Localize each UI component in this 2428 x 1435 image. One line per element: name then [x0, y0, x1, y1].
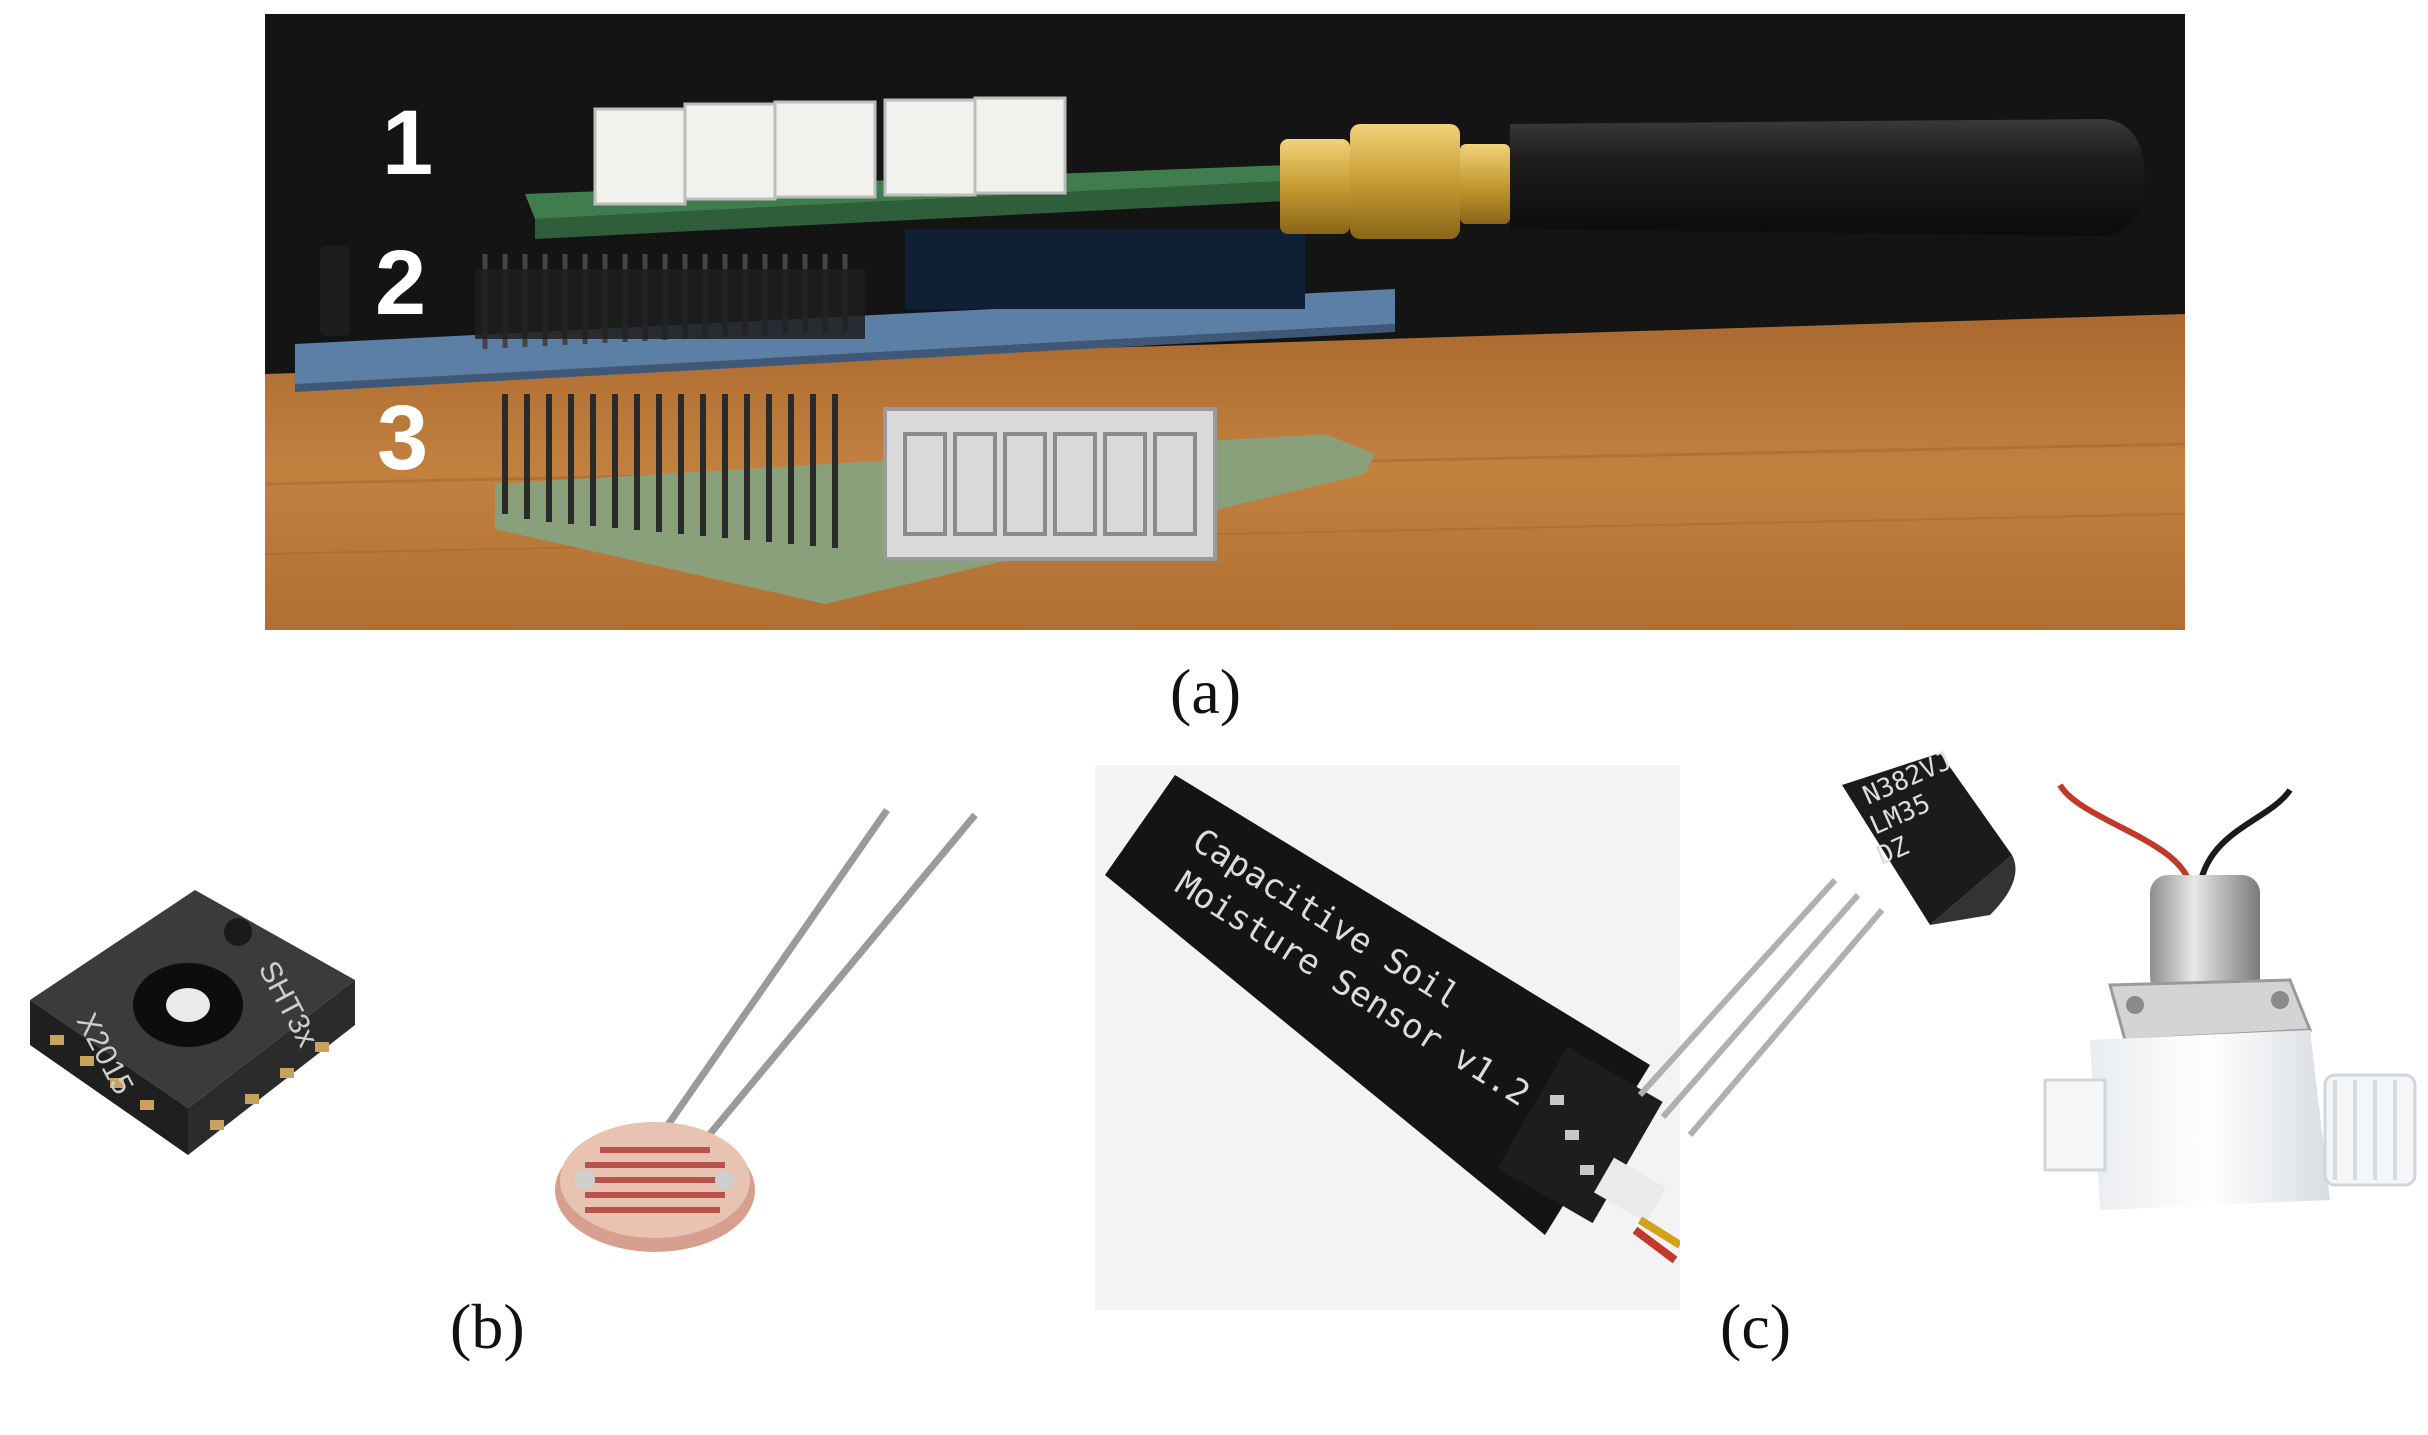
screw-terminal-block	[883, 407, 1217, 561]
lm35-sensor-image: N382VJ LM35 DZ	[1630, 745, 2030, 1145]
stacked-boards-illustration: 1 2 3	[265, 14, 2185, 630]
ldr-sensor-image	[520, 800, 990, 1270]
caption-c: (c)	[1720, 1291, 1792, 1362]
valve-body	[2090, 1030, 2330, 1210]
layer-number-3: 3	[377, 387, 428, 489]
lm35-body	[1842, 753, 2012, 925]
panel-a-photo: 1 2 3	[265, 14, 2185, 630]
layer-number-2: 2	[375, 232, 426, 334]
white-connectors	[593, 96, 1067, 206]
caption-a: (a)	[1170, 656, 1242, 727]
valve-steel-cap	[2150, 875, 2260, 995]
antenna	[1510, 119, 2145, 236]
layer-numbers: 1 2 3	[375, 92, 433, 489]
caption-b: (b)	[450, 1291, 525, 1362]
soil-probe-body	[1105, 775, 1650, 1235]
radio-module	[905, 229, 1305, 309]
bottom-pin-headers	[502, 394, 838, 548]
solenoid-valve-image	[2040, 780, 2425, 1220]
soil-moisture-sensor-image: Capacitive Soil Moisture Sensor v1.2	[1095, 765, 1680, 1310]
sht3x-sensor-image: SHT3x X2015	[10, 880, 370, 1240]
layer-number-1: 1	[382, 92, 433, 194]
sma-connector	[1280, 124, 1510, 239]
